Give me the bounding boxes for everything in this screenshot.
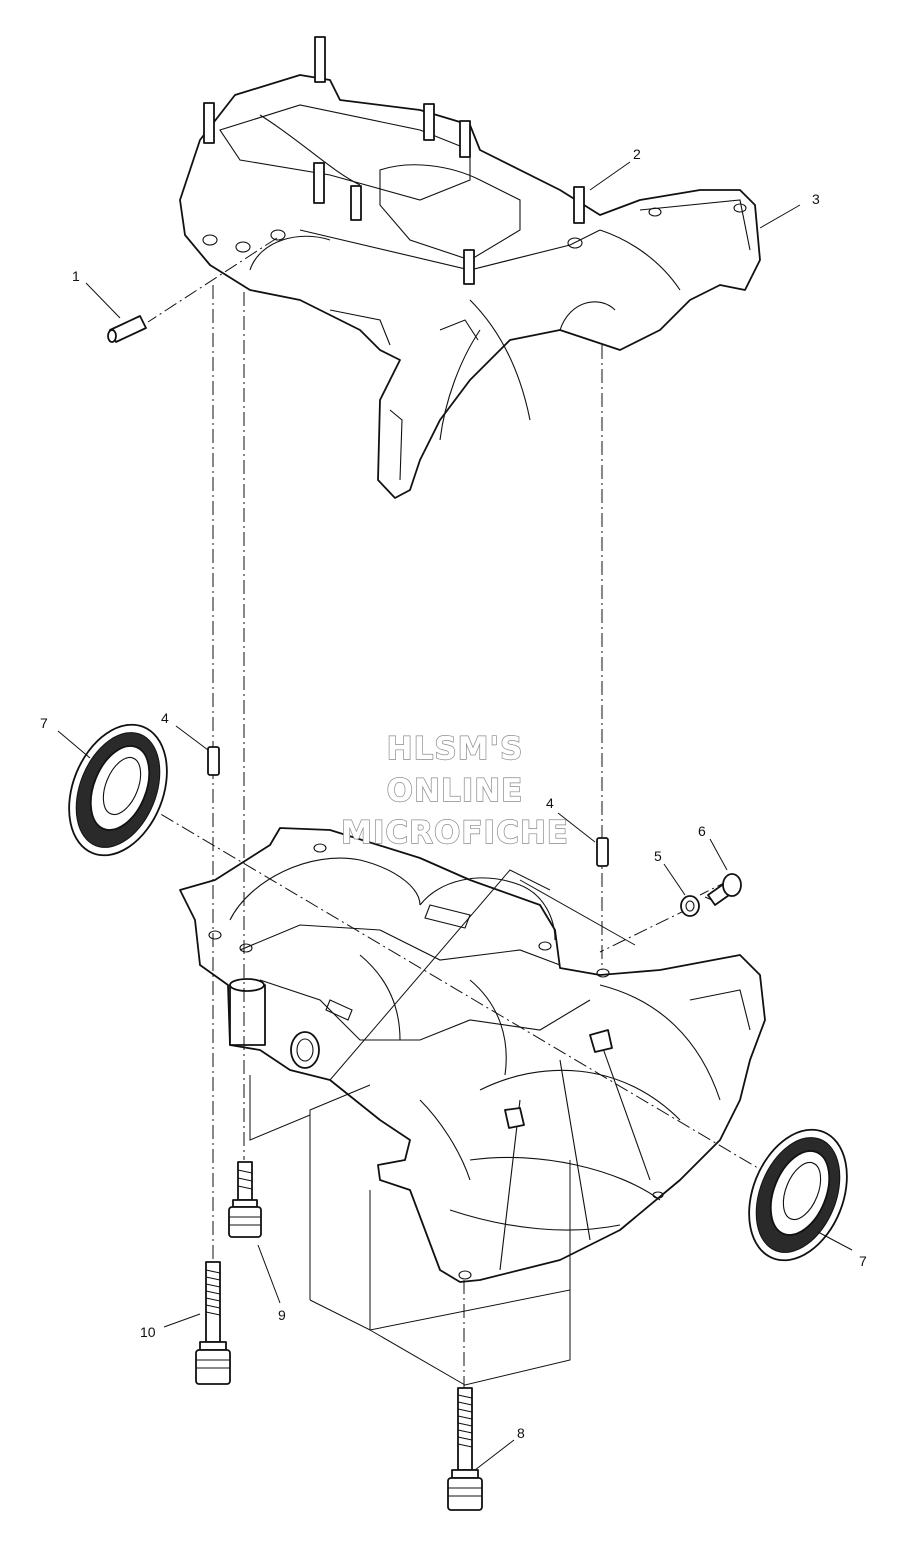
callout-4-right: 4	[546, 795, 554, 811]
callout-7-left: 7	[40, 715, 48, 731]
leader-lines	[57, 161, 853, 1471]
drain-plug-part-6[interactable]	[704, 873, 742, 906]
callout-3: 3	[812, 191, 820, 207]
alignment-lines	[119, 237, 796, 1388]
plug-part-1[interactable]	[107, 315, 147, 343]
callout-5: 5	[654, 848, 662, 864]
watermark: HLSM'S ONLINE MICROFICHE	[340, 730, 569, 851]
callout-1: 1	[72, 268, 80, 284]
callout-7-right: 7	[859, 1253, 867, 1269]
callout-8: 8	[517, 1425, 525, 1441]
washer-part-5[interactable]	[680, 895, 700, 917]
callout-4-left: 4	[161, 710, 169, 726]
bolt-part-9[interactable]	[228, 1161, 262, 1238]
dowel-pin-part-4-left[interactable]	[207, 746, 220, 776]
oil-seal-part-7-left[interactable]	[51, 710, 185, 870]
callout-2: 2	[633, 146, 641, 162]
lower-crankcase[interactable]	[179, 827, 766, 1283]
callout-10: 10	[140, 1324, 156, 1340]
crankcase-studs	[203, 36, 585, 285]
callout-6: 6	[698, 823, 706, 839]
dowel-pin-part-4-right[interactable]	[596, 837, 609, 867]
watermark-line-2: ONLINE	[387, 773, 524, 809]
watermark-line-1: HLSM'S	[387, 731, 524, 767]
bolt-part-10[interactable]	[195, 1261, 231, 1385]
bolt-part-8[interactable]	[447, 1387, 483, 1511]
oil-seal-part-7-right[interactable]	[731, 1115, 865, 1275]
watermark-line-3: MICROFICHE	[341, 815, 569, 851]
callout-9: 9	[278, 1307, 286, 1323]
phantom-outline-box	[249, 869, 636, 1386]
callout-labels: 1 2 3 4 4 5 6 7 7 8 9 10	[40, 146, 867, 1441]
